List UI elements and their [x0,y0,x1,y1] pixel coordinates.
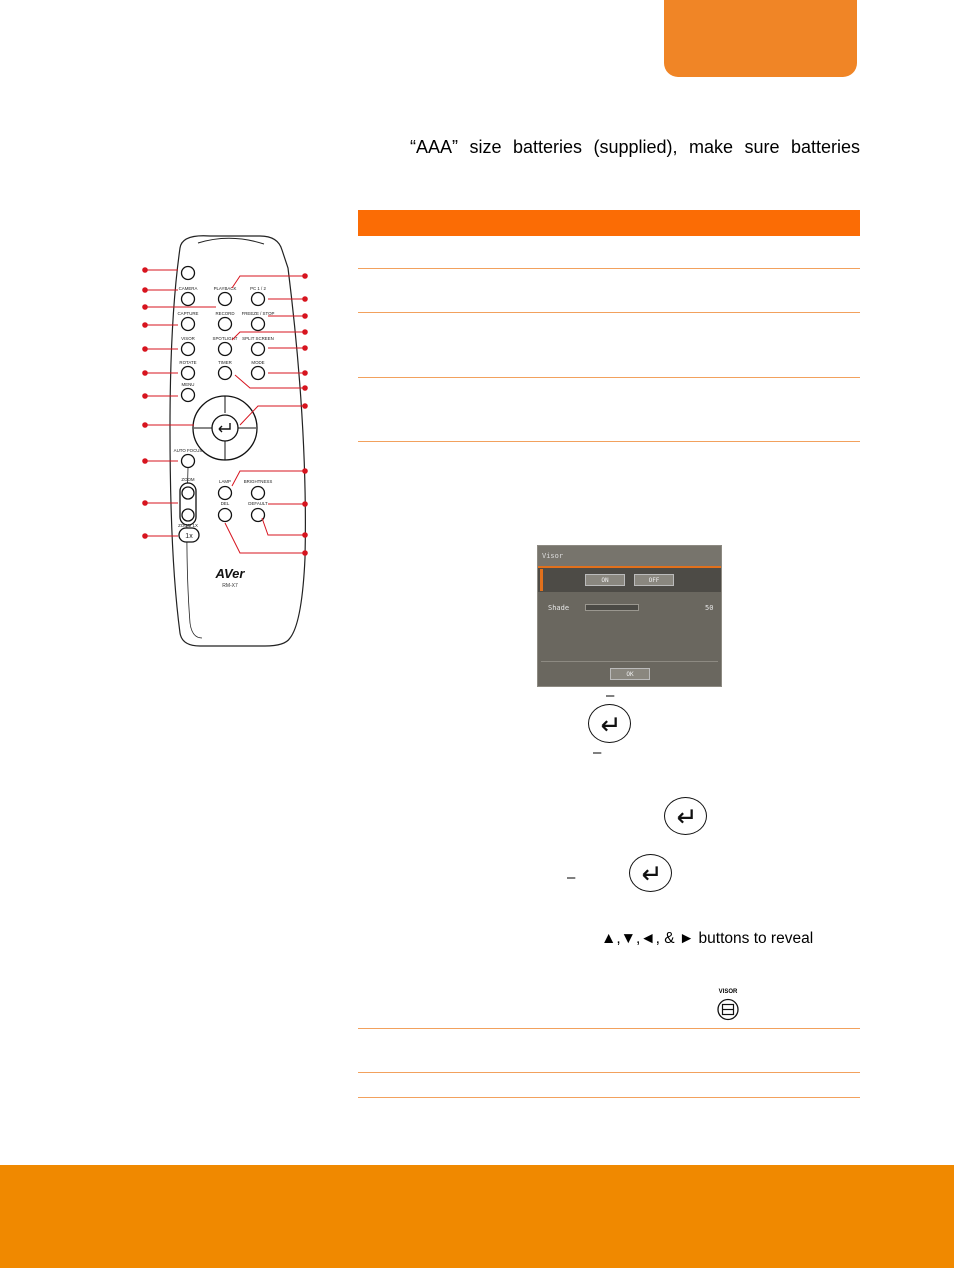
osd-selected-row [538,568,721,592]
visor-caption: VISOR [718,989,738,995]
dash-mark: – [593,744,602,761]
osd-shade-label: Shade [548,604,570,612]
svg-text:RM-X7: RM-X7 [222,583,238,589]
osd-separator [541,661,718,662]
svg-text:AUTO FOCUS: AUTO FOCUS [174,448,203,453]
svg-text:SPOTLIGHT: SPOTLIGHT [213,336,238,341]
enter-button-icon [629,854,672,892]
svg-text:ZOOM: ZOOM [181,477,195,482]
svg-text:BRIGHTNESS: BRIGHTNESS [244,479,273,484]
osd-on-button: ON [585,574,625,586]
svg-text:VISOR: VISOR [181,336,195,341]
svg-text:SPLIT SCREEN: SPLIT SCREEN [242,336,274,341]
remote-control-illustration: CAMERA PLAYBACK PC 1 / 2 CAPTURE RECORD … [142,235,308,647]
svg-text:AVer: AVer [215,566,246,581]
svg-text:1x: 1x [185,533,193,540]
osd-title-underline [538,566,721,568]
table-header-bar [358,210,860,236]
arrow-buttons-text: ▲,▼,◄, & ► buttons to reveal [601,930,814,947]
svg-text:CAPTURE: CAPTURE [178,311,199,316]
svg-text:FREEZE / STOP: FREEZE / STOP [242,311,275,316]
visor-osd-screenshot: Visor ON OFF Shade 50 OK [537,545,722,687]
dash-mark: – [567,869,576,886]
table-rule [358,441,860,442]
svg-text:CAMERA: CAMERA [179,286,198,291]
intro-text: “AAA” size batteries (supplied), make su… [410,137,860,157]
svg-text:TIMER: TIMER [218,360,232,365]
table-rule [358,1097,860,1098]
osd-title: Visor [538,546,721,566]
svg-text:DEL: DEL [221,501,230,506]
svg-text:RECORD: RECORD [215,311,234,316]
svg-text:MODE: MODE [251,360,264,365]
table-rule [358,1072,860,1073]
enter-button-icon [588,704,631,743]
visor-button-icon: VISOR [713,989,743,1021]
osd-shade-value: 50 [705,604,714,612]
svg-text:DEFAULT: DEFAULT [248,501,268,506]
osd-off-button: OFF [634,574,674,586]
visor-icon [717,998,739,1021]
dash-mark: – [606,687,615,704]
table-rule [358,268,860,269]
svg-text:LAMP: LAMP [219,479,231,484]
svg-text:PLAYBACK: PLAYBACK [214,286,237,291]
svg-text:MENU: MENU [182,382,195,387]
svg-text:ROTATE: ROTATE [179,360,196,365]
table-rule [358,1028,860,1029]
svg-text:PC 1 / 2: PC 1 / 2 [250,286,266,291]
osd-shade-slider [585,604,639,611]
table-rule [358,377,860,378]
table-rule [358,312,860,313]
osd-selection-marker [540,569,543,591]
footer-bar [0,1165,954,1268]
chapter-tab [664,0,857,77]
osd-ok-button: OK [610,668,650,680]
svg-text:ZOOM 1X: ZOOM 1X [178,523,198,528]
enter-button-icon [664,797,707,835]
